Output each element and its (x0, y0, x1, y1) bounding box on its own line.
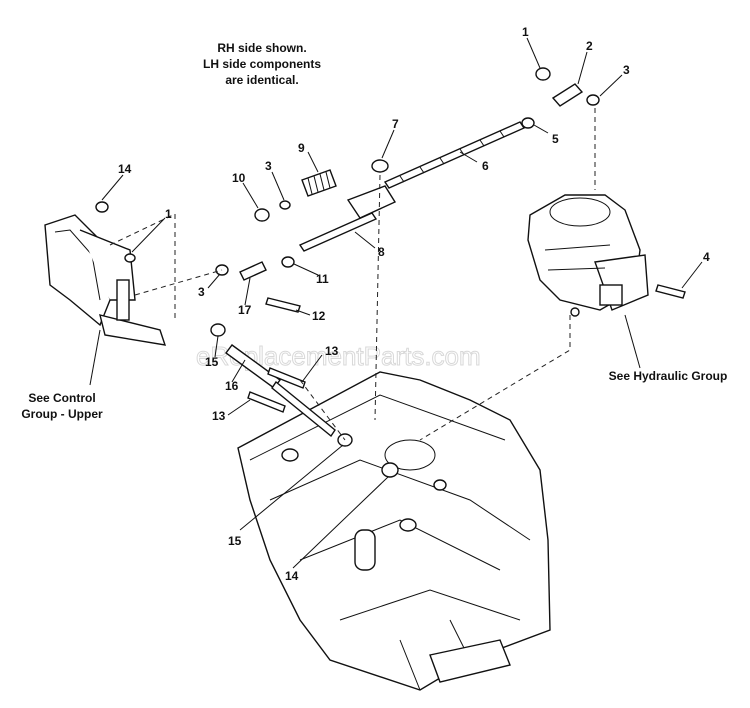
part-number-13-upper: 13 (325, 344, 339, 358)
part-number-15-lower: 15 (228, 534, 242, 548)
part-number-10: 10 (232, 171, 246, 185)
rod-end-2 (551, 83, 584, 107)
part-number-15-upper: 15 (205, 355, 219, 369)
part-number-5: 5 (552, 132, 559, 146)
rod-8 (298, 159, 397, 252)
nut-5 (521, 117, 535, 129)
gas-spring-16 (225, 344, 336, 438)
part-number-14-upper: 14 (118, 162, 132, 176)
part-number-2: 2 (586, 39, 593, 53)
part-number-11: 11 (316, 272, 329, 286)
bolt-13-lower (247, 391, 286, 413)
part-number-8: 8 (378, 245, 385, 259)
part-number-3-right: 3 (623, 63, 630, 77)
part-number-12: 12 (312, 309, 326, 323)
part-number-4: 4 (703, 250, 710, 264)
note-line-2: LH side components (203, 57, 321, 71)
rod-end-17 (239, 261, 267, 281)
nut-1-upper (535, 67, 551, 81)
hydraulic-pump (527, 194, 649, 317)
frame-assembly (237, 371, 551, 691)
washer-3-right (586, 94, 600, 106)
hydraulic-group-callout: See Hydraulic Group (609, 369, 728, 383)
nut-14-upper (95, 201, 109, 213)
part-number-16: 16 (225, 379, 239, 393)
control-group-callout-line-1: See Control (28, 391, 95, 405)
part-number-3-lower: 3 (198, 285, 205, 299)
part-number-6: 6 (482, 159, 489, 173)
nut-10 (254, 208, 270, 222)
bolt-13-upper (267, 367, 306, 389)
control-group-bracket (44, 214, 167, 346)
bolt-12 (265, 297, 301, 313)
control-group-callout-line-2: Group - Upper (21, 407, 103, 421)
part-number-1-left: 1 (165, 207, 172, 221)
part-number-7: 7 (392, 117, 399, 131)
washer-3-upper (279, 200, 291, 210)
part-number-13-lower: 13 (212, 409, 226, 423)
bolt-4 (655, 284, 686, 299)
part-number-9: 9 (298, 141, 305, 155)
threaded-rod-6 (383, 121, 526, 189)
note-line-3: are identical. (225, 73, 298, 87)
part-number-14-lower: 14 (285, 569, 299, 583)
note-line-1: RH side shown. (217, 41, 306, 55)
part-number-1-top: 1 (522, 25, 529, 39)
part-number-17: 17 (238, 303, 252, 317)
nut-11 (281, 256, 295, 268)
part-number-3-upper: 3 (265, 159, 272, 173)
nut-15-upper (210, 323, 226, 337)
nut-14-lower (381, 462, 399, 478)
spring-9 (301, 169, 337, 197)
